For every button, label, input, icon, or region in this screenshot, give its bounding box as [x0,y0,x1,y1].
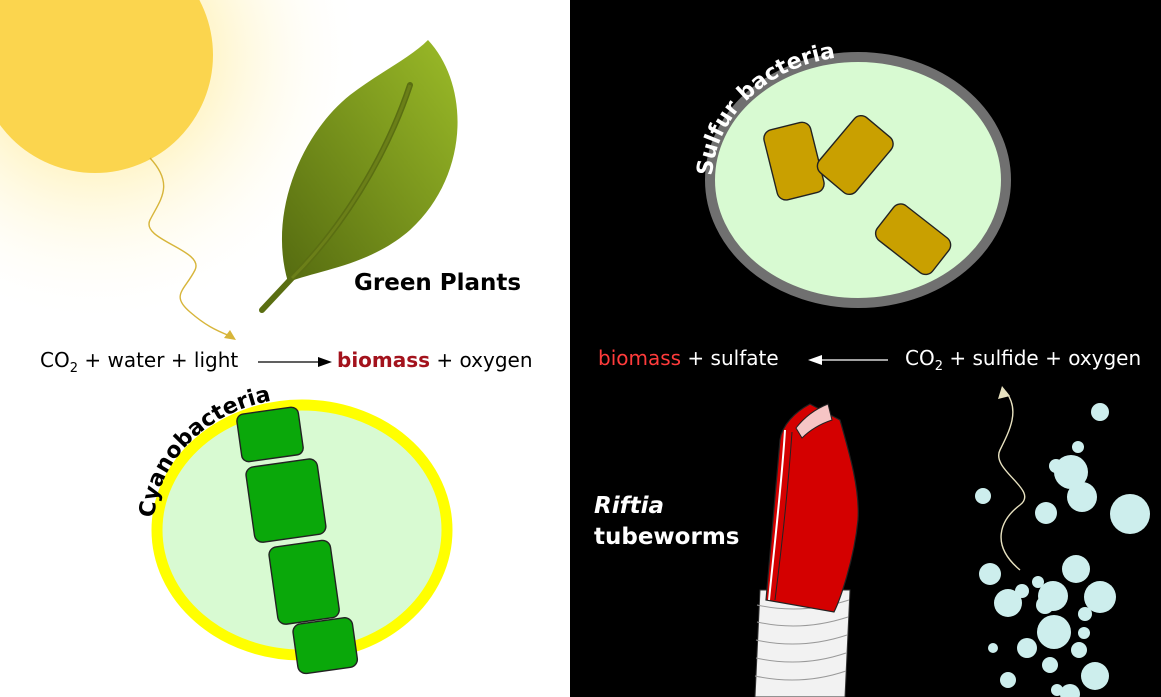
reactant-subscript: 2 [935,359,943,374]
reactant-subscript: 2 [70,361,78,376]
chemosynthesis-panel: Sulfur bacteria [570,0,1161,697]
product-biomass: biomass [598,346,681,370]
riftia-label: Riftia [594,493,664,519]
vent-arrow [999,392,1025,570]
green-plants-label: Green Plants [354,270,521,296]
tubeworm-icon [755,404,858,697]
photosynthesis-products: biomass + oxygen [337,348,533,372]
reactant-terms: + water + light [78,348,238,372]
reactant-co: CO [40,348,70,372]
vent-arrowhead [998,386,1010,399]
chemosynthesis-reactants: CO2 + sulfide + oxygen [905,346,1141,374]
reactant-co: CO [905,346,935,370]
cyanobacteria-cell [157,405,447,675]
product-biomass: biomass [337,348,430,372]
product-terms: + sulfate [681,346,779,370]
chemosynthesis-products: biomass + sulfate [598,346,779,370]
equation-arrowhead [318,357,332,367]
reactant-terms: + sulfide + oxygen [943,346,1141,370]
equation-arrowhead [808,355,822,365]
photosynthesis-equation: CO2 + water + light [40,348,238,376]
tubeworms-label: tubeworms [594,524,739,550]
product-terms: + oxygen [430,348,532,372]
photosynthesis-panel: Cyanobacteria Green Plants CO2 + water +… [0,0,570,697]
